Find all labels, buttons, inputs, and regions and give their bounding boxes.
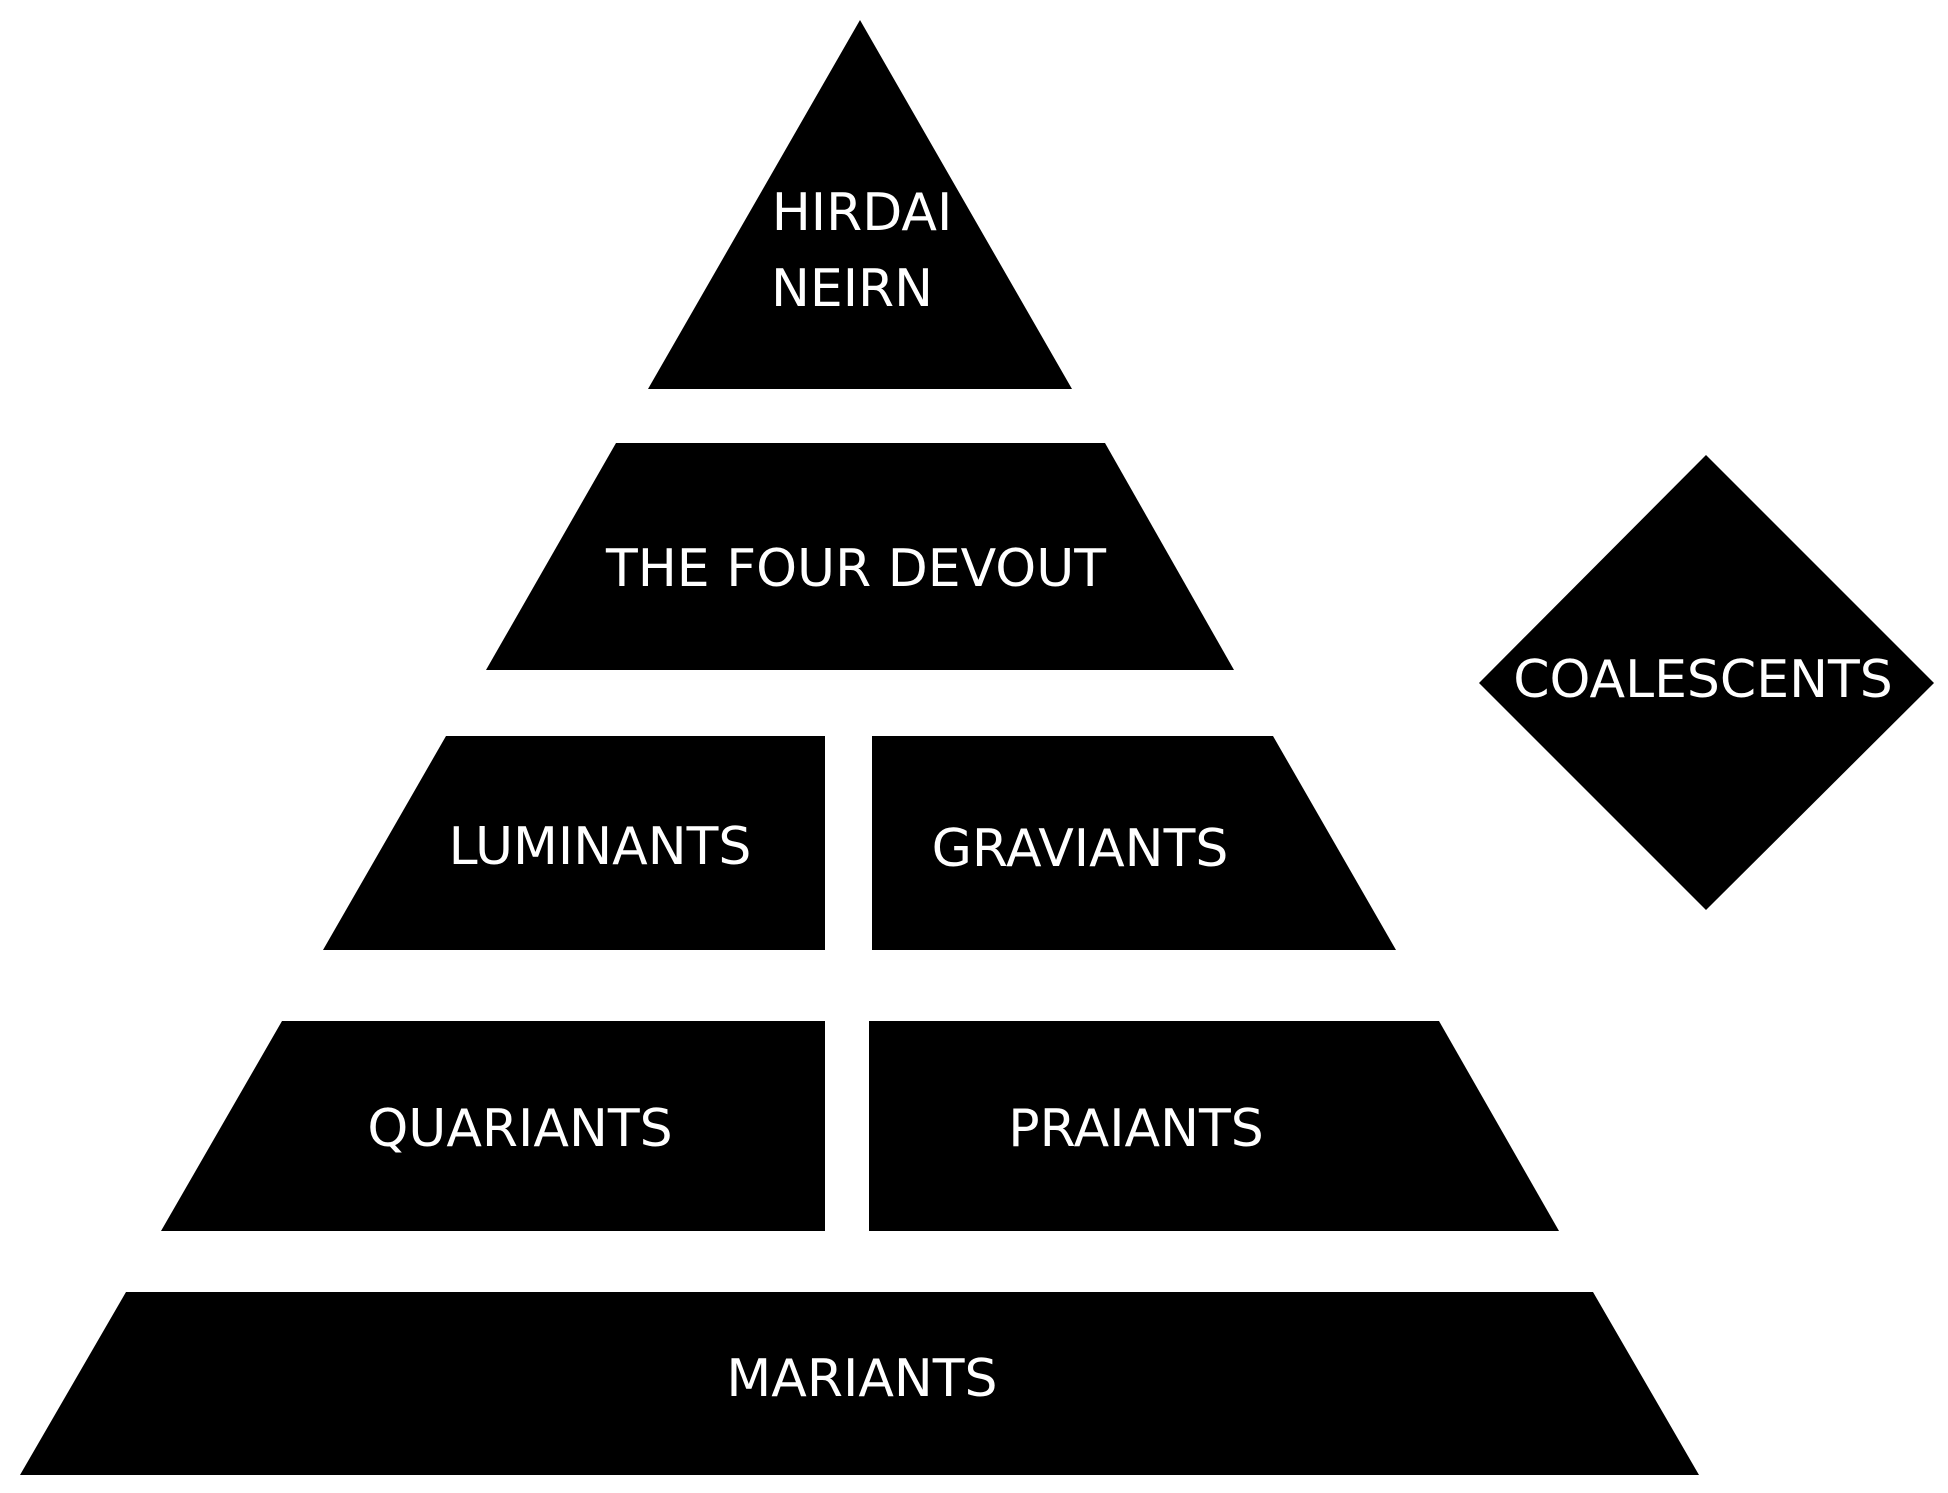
base-label: MARIANTS: [726, 1349, 997, 1409]
tier3-left-label: LUMINANTS: [449, 817, 752, 877]
tier3-left-block: [323, 736, 825, 950]
tier4-left-block: [161, 1021, 825, 1231]
tier3-right-label: GRAVIANTS: [932, 819, 1229, 879]
diamond-label: COALESCENTS: [1513, 650, 1893, 710]
tier3-right-block: [872, 736, 1396, 950]
tier2-trapezoid: [486, 443, 1234, 670]
tier2-group: THE FOUR DEVOUT: [486, 443, 1234, 670]
apex-label-line1: HIRDAI: [772, 183, 953, 243]
coalescents-diamond: [1479, 455, 1934, 910]
tier4-right-block: [869, 1021, 1559, 1231]
apex-group: HIRDAI NEIRN: [648, 20, 1072, 389]
tier2-label: THE FOUR DEVOUT: [605, 539, 1106, 599]
apex-triangle: [648, 20, 1072, 389]
tier4-group: QUARIANTS PRAIANTS: [161, 1021, 1559, 1231]
tier3-group: LUMINANTS GRAVIANTS: [323, 736, 1396, 950]
base-group: MARIANTS: [20, 1292, 1699, 1475]
base-trapezoid: [20, 1292, 1699, 1475]
tier4-right-label: PRAIANTS: [1008, 1099, 1264, 1159]
apex-label-line2: NEIRN: [771, 259, 933, 319]
diamond-group: COALESCENTS: [1479, 455, 1934, 910]
tier4-left-label: QUARIANTS: [367, 1099, 672, 1159]
